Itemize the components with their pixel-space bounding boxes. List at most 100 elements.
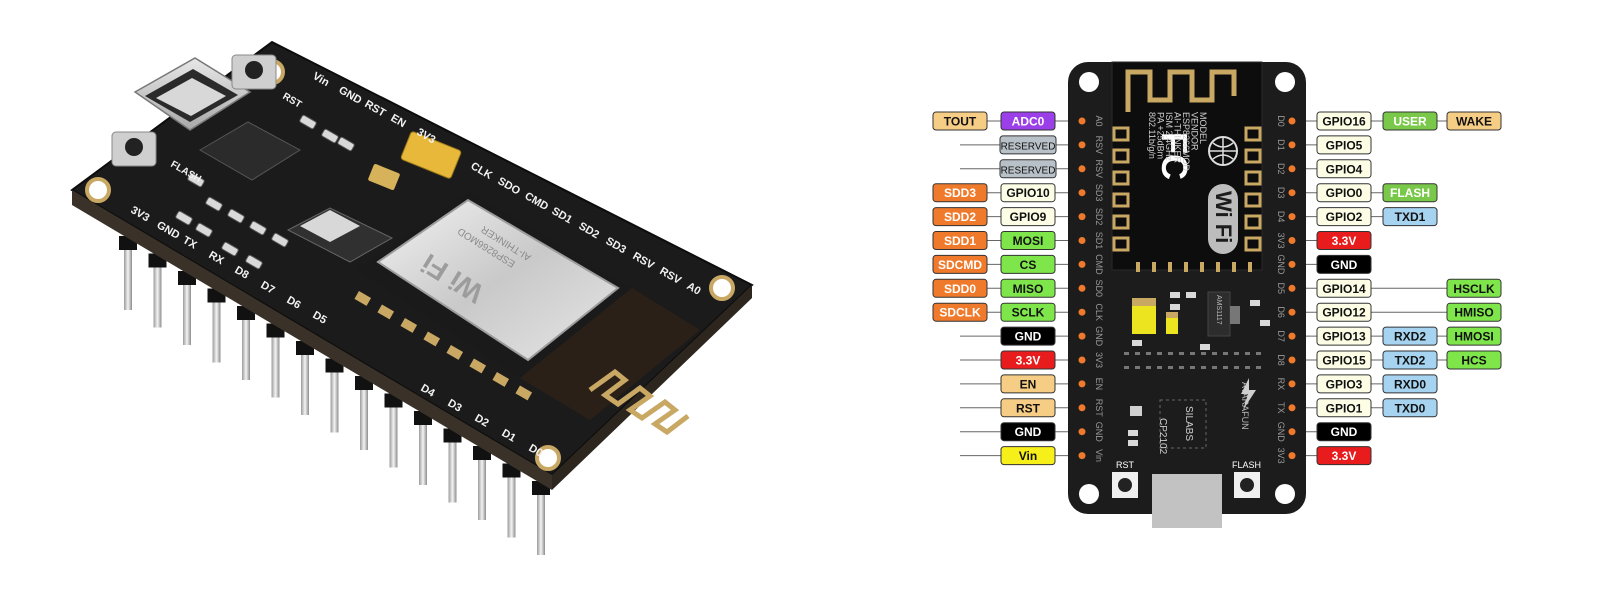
pin-pad <box>1078 380 1086 388</box>
module-pad <box>492 372 510 387</box>
pin-label-box <box>932 302 988 322</box>
pin-label-green: USER <box>1393 115 1427 129</box>
pin-label-reserved: RESERVED <box>1001 165 1056 176</box>
smd-part <box>1170 304 1180 310</box>
wifi-logo: Wi Fi <box>1208 184 1238 254</box>
pin-pad <box>1078 284 1086 292</box>
pin-label-box <box>932 183 988 203</box>
pin-label-gpio: GPIO3 <box>1326 377 1363 391</box>
pin-label-box <box>1316 159 1372 179</box>
pin-pad <box>1288 356 1296 364</box>
header-pin <box>301 345 309 415</box>
small-capacitor-yellow <box>1166 316 1178 334</box>
pin-label-box <box>1000 111 1056 131</box>
pin-name: SD3 <box>1094 184 1104 202</box>
pin-label-box <box>932 254 988 274</box>
pin-label-box <box>1446 111 1502 131</box>
module-pad <box>1200 262 1204 272</box>
pin-label-uart: TXD1 <box>1395 210 1426 224</box>
pcb-dot <box>1146 352 1151 355</box>
pcb-dot <box>1256 366 1261 369</box>
pin-label-power: 3.3V <box>1332 449 1357 463</box>
rst-button <box>231 54 277 90</box>
pin-name: D1 <box>1276 139 1286 151</box>
pin-label-reserved: RESERVED <box>1001 141 1056 152</box>
module-pad <box>1152 262 1156 272</box>
pin-name: D2 <box>1276 163 1286 175</box>
esp8266-module: Wi Fi ESP8266MOD AI-THINKER <box>356 192 700 420</box>
flash-button-label: FLASH <box>1232 460 1261 470</box>
pin-pad <box>1288 189 1296 197</box>
smd-part <box>1250 300 1260 306</box>
pin-label-box <box>1382 326 1438 346</box>
pin-label-box <box>1316 374 1372 394</box>
pin-label-gpio: GPIO5 <box>1326 138 1363 152</box>
chip-part-label: CP2102 <box>1157 418 1168 455</box>
smd-part <box>1128 440 1138 446</box>
pin-pad <box>1078 404 1086 412</box>
pinout-dot-row <box>1124 352 1261 369</box>
pin-label-uart: TXD0 <box>1395 401 1426 415</box>
module-pad <box>1216 262 1220 272</box>
module-pad <box>354 291 372 306</box>
header-pin <box>360 380 368 450</box>
pin-pad <box>1288 237 1296 244</box>
pcb-dot <box>1179 352 1184 355</box>
pin-label-box <box>1316 302 1372 322</box>
module-pad <box>1136 262 1140 272</box>
pin-name: 3V3 <box>1276 232 1286 248</box>
smd-part <box>205 196 223 212</box>
pin-label-box <box>1000 183 1056 203</box>
module-pad <box>469 358 487 374</box>
pin-label-gnd: GND <box>1331 425 1358 439</box>
pin-name: GND <box>1094 326 1104 347</box>
module-pad <box>1244 192 1262 208</box>
pin-name: RSV <box>1094 136 1104 155</box>
header-pin <box>419 415 427 485</box>
usb-connector <box>133 57 252 131</box>
pin-pad <box>1288 332 1296 340</box>
module-pad <box>1168 262 1172 272</box>
header-pin <box>124 240 132 310</box>
rst-button-label: RST <box>1116 460 1135 470</box>
pin-pad <box>1078 452 1086 460</box>
pinout-mounting-hole <box>1079 484 1099 504</box>
pin-label-box <box>1446 350 1502 370</box>
pin-name: D0 <box>1276 115 1286 127</box>
smd-part <box>1186 292 1196 298</box>
pin-pad <box>1078 237 1086 244</box>
header-pin <box>448 432 457 503</box>
pin-pad <box>1288 165 1296 173</box>
pin-label-box <box>999 135 1057 155</box>
pin-pad <box>1078 141 1086 149</box>
module-pad <box>1244 148 1262 164</box>
mounting-hole <box>85 177 111 203</box>
module-pad <box>400 318 418 333</box>
header-pin <box>537 485 545 555</box>
module-pad <box>446 345 464 360</box>
lightning-icon <box>1241 378 1256 410</box>
pin-name: D4 <box>1276 211 1286 223</box>
pin-name: GND <box>1094 422 1104 443</box>
pcb-dot <box>1212 366 1217 369</box>
pin-name: RST <box>1094 399 1104 418</box>
pin-label-box <box>1000 398 1056 418</box>
pinout-antenna <box>1125 69 1237 112</box>
pin-label-adc: ADC0 <box>1012 115 1045 129</box>
pin-label-box <box>1316 135 1372 155</box>
usb-connector-pinout <box>1152 474 1222 528</box>
pin-label-box <box>1382 183 1438 203</box>
pin-label-spi: MISO <box>1013 282 1044 296</box>
pinout-smd-components <box>1128 292 1270 446</box>
pin-pad <box>1078 356 1086 364</box>
pin-label-spi: HCS <box>1461 354 1486 368</box>
module-pad <box>1244 126 1262 142</box>
pin-label-box <box>1000 231 1056 250</box>
pcb-dot <box>1124 366 1129 369</box>
pcb-dot <box>1223 366 1228 369</box>
pin-label-spi: CS <box>1020 258 1037 272</box>
regulator-tab <box>300 210 360 242</box>
pin-label-box <box>1000 350 1056 370</box>
pin-pad <box>1078 213 1086 221</box>
